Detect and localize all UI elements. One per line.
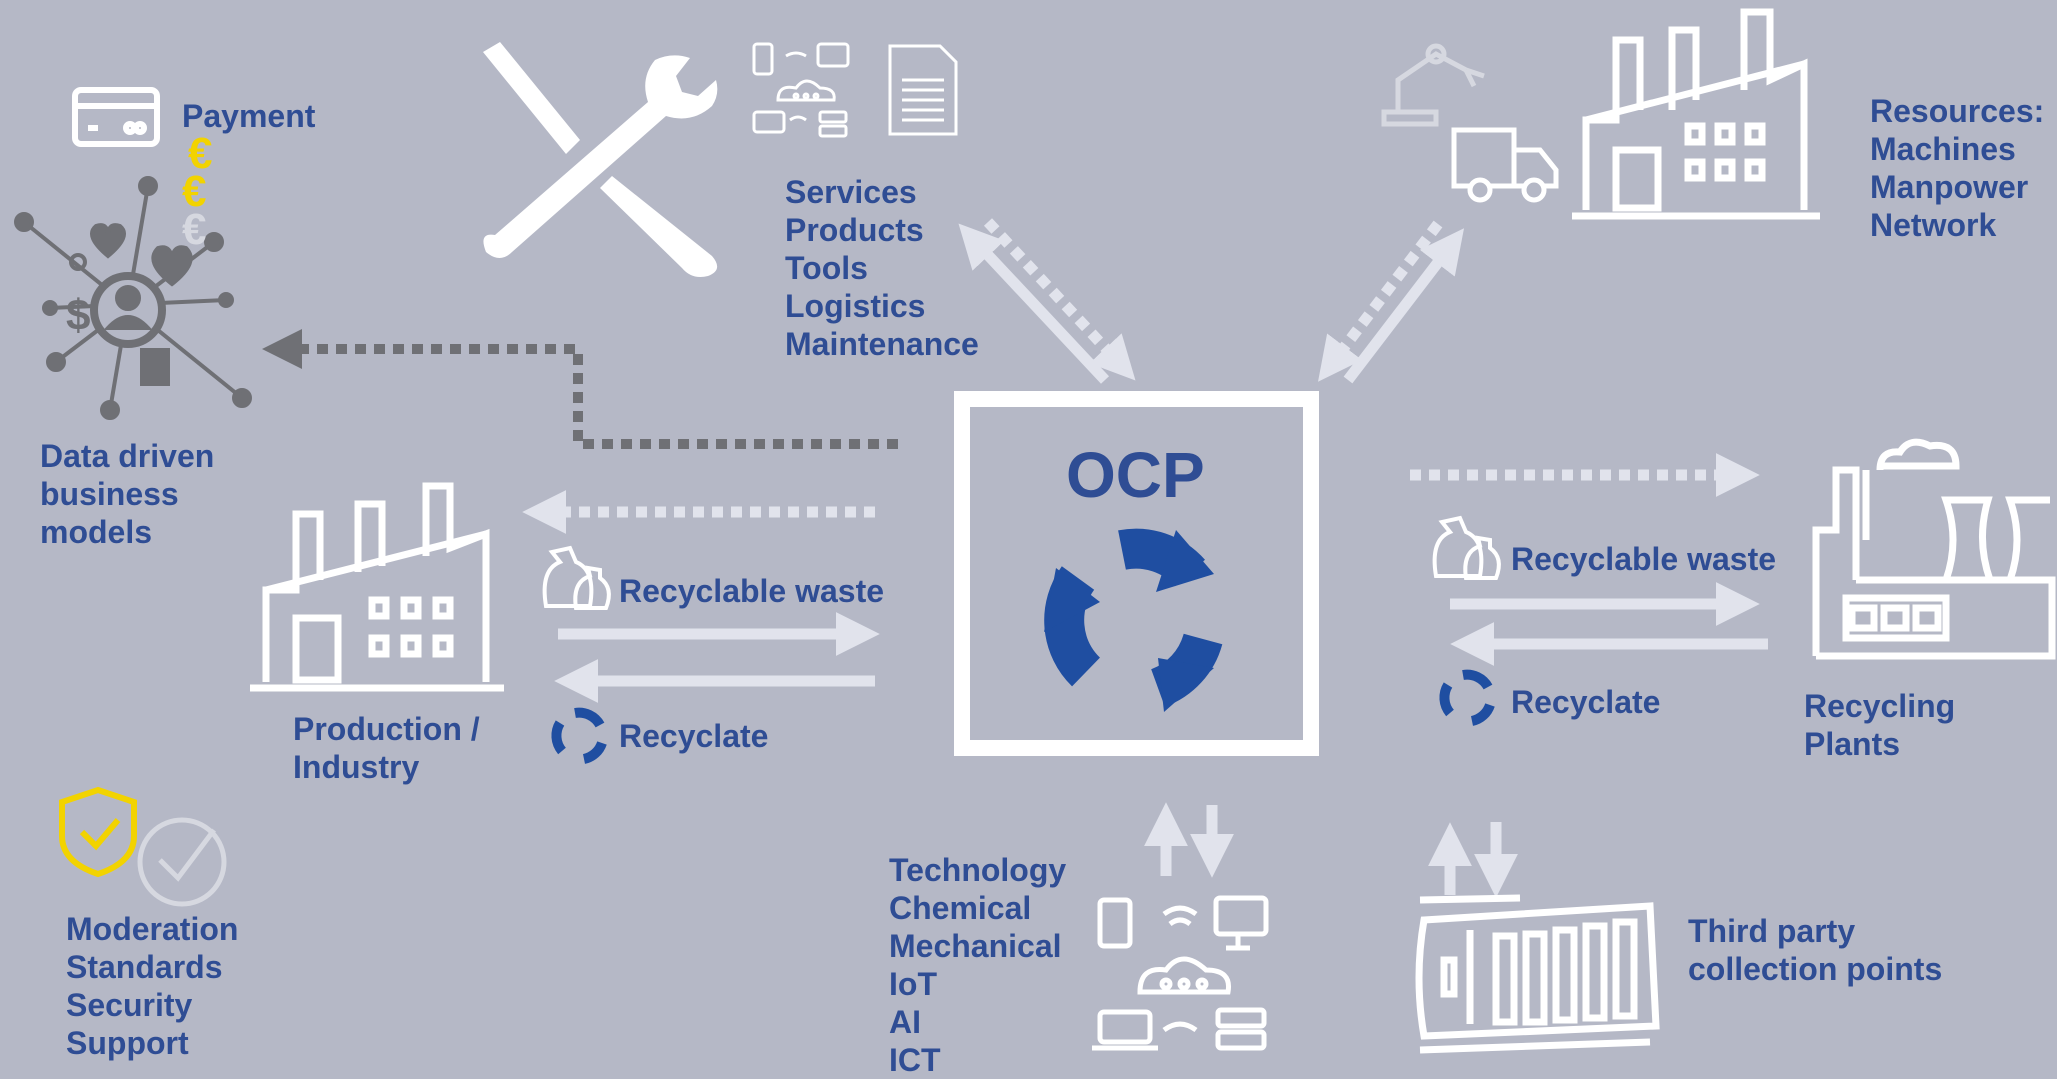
waste-bags-icon-left [542,545,611,610]
services-line: Logistics [785,288,926,324]
resources-line: Manpower [1870,169,2029,205]
production-line: Production / [293,711,480,747]
factory-icon-production [250,482,504,692]
factory-icon-resources [1572,8,1820,220]
services-list: Services Products Tools Logistics Mainte… [785,173,979,363]
payment-label-row: Payment€€€ [182,97,316,254]
recycling-plants-line: Plants [1804,726,1901,762]
cycle-icon [1044,528,1223,712]
recycling-plants-line: Recycling [1804,688,1956,724]
right-recyclate-label: Recyclate [1511,684,1661,720]
third-party-label: Third party collection points [1688,912,1942,988]
right-waste-label: Recyclable waste [1511,541,1777,577]
services-line: Tools [785,250,868,286]
resources-line: Resources: [1870,93,2045,129]
recycle-icon-right [1439,669,1495,726]
network-icon-small [752,42,850,138]
moderation-line: Standards [66,949,223,985]
services-line: Maintenance [785,326,979,362]
services-line: Products [785,212,924,248]
euro-icon-3: € [182,205,207,254]
resources-list: Resources: Machines Manpower Network [1870,92,2044,244]
euro-icon-1: € [188,129,213,178]
third-party-line: collection points [1688,951,1943,987]
arrow-from-resources [1318,220,1443,382]
technology-line: Technology [889,852,1067,888]
technology-line: Chemical [889,890,1032,926]
arrow-from-services [983,218,1136,381]
technology-line: AI [889,1004,921,1040]
truck-icon [1451,127,1559,203]
container-icon [1415,894,1660,1054]
arrow-to-data-models [262,329,898,449]
moderation-line: Security [66,987,193,1023]
robot-arm-icon [1381,43,1485,127]
euro-icon-2: € [182,167,207,216]
document-icon [888,44,958,136]
dollar-icon: $ [66,291,90,340]
resources-line: Network [1870,207,1997,243]
moderation-line: Support [66,1025,189,1061]
production-label: Production / Industry [293,710,480,786]
shield-icon [59,786,137,878]
network-icon-technology [1092,895,1269,1051]
production-line: Industry [293,749,420,785]
check-circle-icon [137,817,227,907]
tools-icon [483,42,718,277]
data-network-icon [14,176,252,420]
technology-list: Technology Chemical Mechanical IoT AI IC… [889,851,1066,1079]
recycling-plants-label: Recycling Plants [1804,687,1955,763]
recycling-plant-icon [1812,438,2056,660]
arrow-to-resources [1343,228,1465,384]
data-driven-label: Data driven business models [40,437,214,551]
technology-line: ICT [889,1042,941,1078]
moderation-line: Moderation [66,911,239,947]
data-driven-line: Data driven [40,438,215,474]
waste-bags-icon-right [1432,515,1501,580]
left-waste-label: Recyclable waste [619,573,885,609]
payment-label: Payment [182,98,316,134]
data-driven-line: models [40,514,153,550]
left-recyclate-label: Recyclate [619,718,769,754]
services-line: Services [785,174,917,210]
recycle-icon-left [551,707,607,764]
technology-line: IoT [889,966,937,1002]
data-driven-line: business [40,476,179,512]
arrow-to-services [958,223,1110,384]
credit-card-icon [72,87,160,147]
resources-line: Machines [1870,131,2016,167]
ocp-title: OCP [1066,439,1205,511]
ocp-box [954,391,1319,756]
technology-line: Mechanical [889,928,1062,964]
third-party-line: Third party [1688,913,1856,949]
moderation-list: Moderation Standards Security Support [66,910,238,1062]
